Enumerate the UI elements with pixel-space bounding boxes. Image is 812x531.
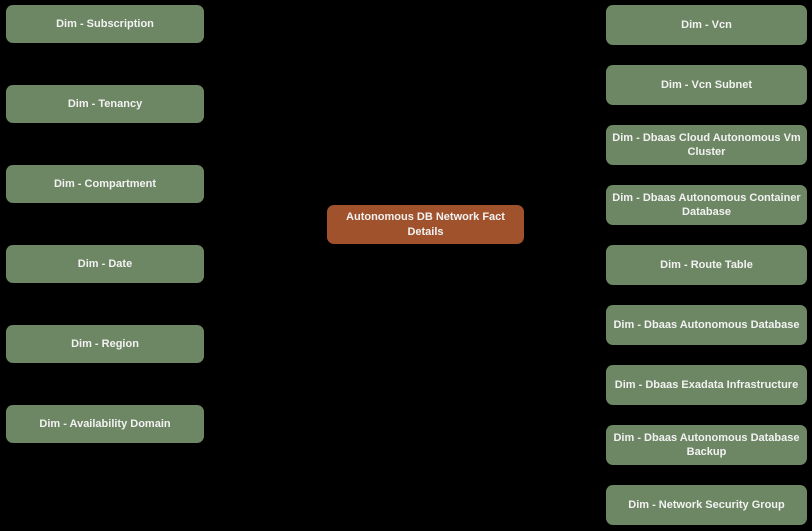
dim-node-dim-tenancy[interactable]: Dim - Tenancy xyxy=(6,85,204,123)
dim-node-dim-dbaas-autonomous-database-backup[interactable]: Dim - Dbaas Autonomous Database Backup xyxy=(606,425,807,465)
dim-node-dim-vcn-subnet[interactable]: Dim - Vcn Subnet xyxy=(606,65,807,105)
fact-node[interactable]: Autonomous DB Network Fact Details xyxy=(327,205,524,244)
dim-node-dim-route-table[interactable]: Dim - Route Table xyxy=(606,245,807,285)
dim-node-dim-dbaas-autonomous-container-database[interactable]: Dim - Dbaas Autonomous Container Databas… xyxy=(606,185,807,225)
dim-node-dim-dbaas-cloud-autonomous-vm-cluster[interactable]: Dim - Dbaas Cloud Autonomous Vm Cluster xyxy=(606,125,807,165)
dim-node-dim-dbaas-exadata-infrastructure[interactable]: Dim - Dbaas Exadata Infrastructure xyxy=(606,365,807,405)
dim-node-dim-vcn[interactable]: Dim - Vcn xyxy=(606,5,807,45)
dim-node-dim-network-security-group[interactable]: Dim - Network Security Group xyxy=(606,485,807,525)
dim-node-dim-subscription[interactable]: Dim - Subscription xyxy=(6,5,204,43)
fact-node-label: Autonomous DB Network Fact Details xyxy=(346,211,505,238)
dim-node-dim-region[interactable]: Dim - Region xyxy=(6,325,204,363)
dim-node-dim-dbaas-autonomous-database[interactable]: Dim - Dbaas Autonomous Database xyxy=(606,305,807,345)
dim-node-dim-date[interactable]: Dim - Date xyxy=(6,245,204,283)
dim-node-dim-availability-domain[interactable]: Dim - Availability Domain xyxy=(6,405,204,443)
dim-node-dim-compartment[interactable]: Dim - Compartment xyxy=(6,165,204,203)
